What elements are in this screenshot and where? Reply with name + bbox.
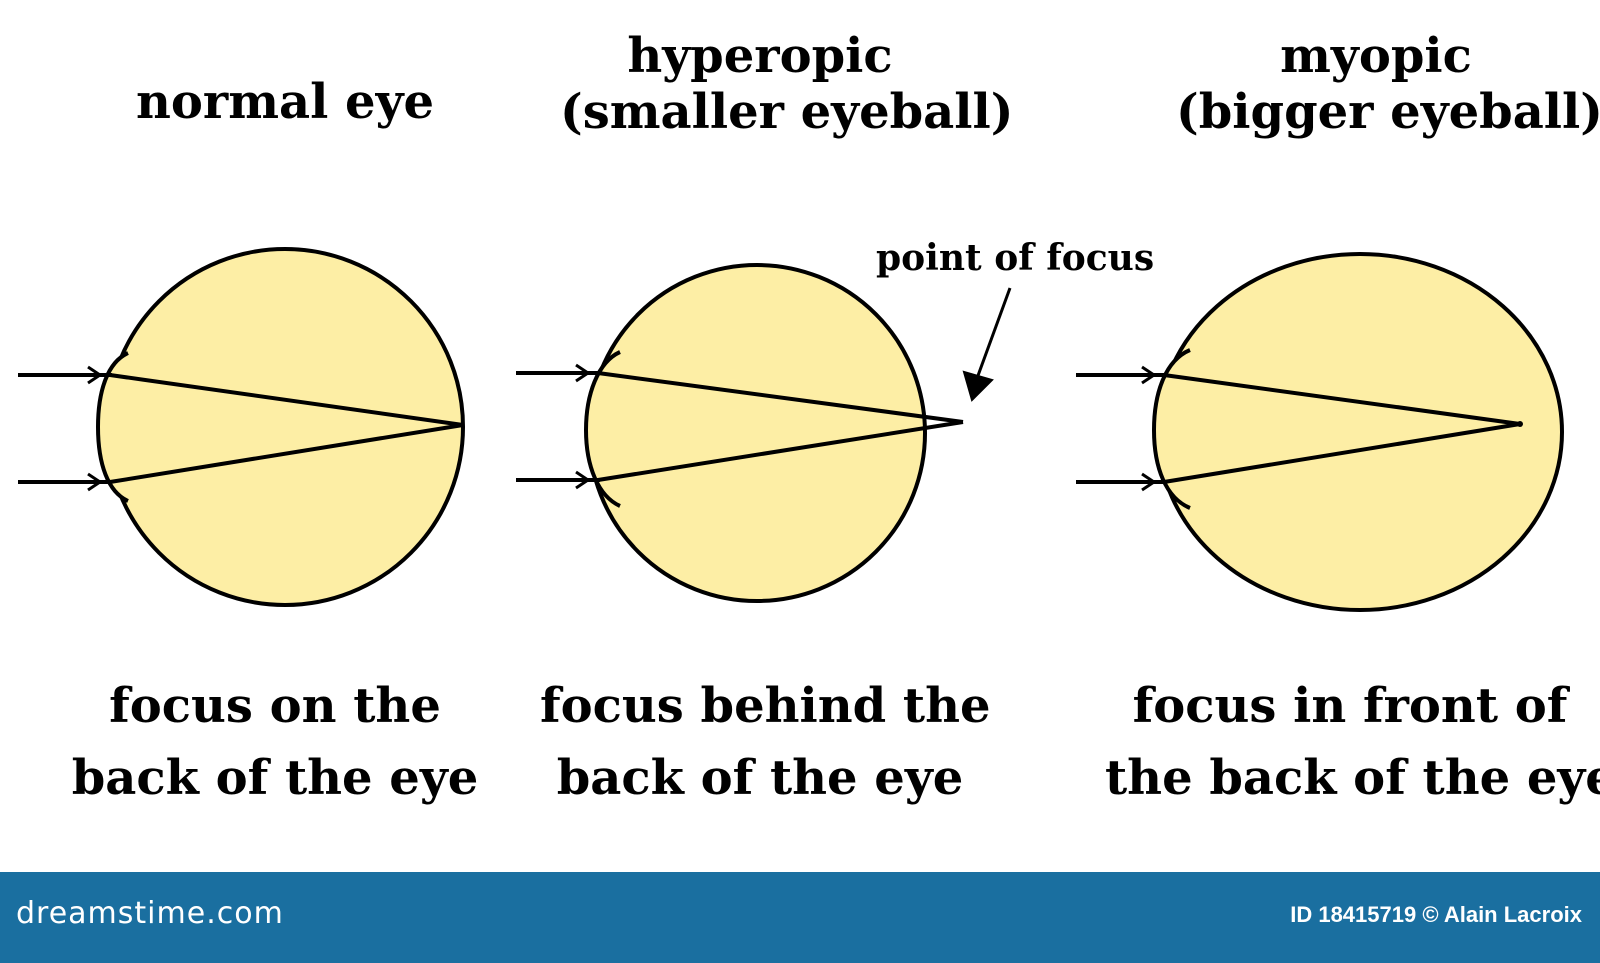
hyperopic-caption-line-2: back of the eye	[556, 750, 964, 806]
myopic-focus-point	[1517, 421, 1523, 427]
myopic-eyeball	[1156, 252, 1564, 612]
hyperopic-title-line-1: hyperopic	[627, 28, 893, 84]
arrow-icon	[1141, 365, 1157, 385]
dreamstime-logo: dreamstime.com	[16, 896, 284, 931]
myopic-eye	[1076, 252, 1564, 612]
hyperopic-refracted-ray-top	[597, 371, 964, 424]
myopic-title: myopic (bigger eyeball)	[1176, 28, 1600, 140]
myopic-caption: focus in front of the back of the eye	[1105, 670, 1600, 814]
normal-eyeball	[105, 247, 465, 607]
myopic-caption-line-2: the back of the eye	[1105, 750, 1600, 806]
point-of-focus-label: point of focus	[876, 237, 1155, 279]
myopic-refracted-ray-bottom	[1163, 422, 1521, 484]
normal-eye-caption: focus on the back of the eye	[70, 670, 480, 814]
point-of-focus-pointer	[970, 287, 1012, 393]
arrow-icon	[575, 363, 591, 383]
arrow-icon	[962, 370, 994, 402]
normal-eye-caption-line-2: back of the eye	[71, 750, 479, 806]
normal-refracted-ray-top	[109, 373, 464, 427]
myopic-title-line-2: (bigger eyeball)	[1176, 84, 1600, 140]
myopic-cornea	[1151, 348, 1191, 510]
hyperopic-caption: focus behind the back of the eye	[540, 670, 991, 814]
image-id-credit: ID 18415719 © Alain Lacroix	[1290, 902, 1582, 927]
watermark-footer: dreamstime.com ID 18415719 © Alain Lacro…	[0, 872, 1600, 963]
arrow-icon	[87, 365, 103, 385]
myopic-title-line-1: myopic	[1280, 28, 1472, 84]
hyperopic-caption-line-1: focus behind the	[540, 678, 991, 734]
normal-eye-caption-line-1: focus on the	[109, 678, 441, 734]
myopic-caption-line-1: focus in front of	[1132, 678, 1568, 734]
normal-eye-title: normal eye	[120, 74, 450, 130]
arrow-icon	[87, 472, 103, 492]
normal-refracted-ray-bottom	[109, 423, 464, 484]
hyperopic-refracted-ray-bottom	[597, 420, 964, 482]
hyperopic-title: hyperopic (smaller eyeball)	[560, 28, 1014, 140]
myopic-refracted-ray-top	[1163, 373, 1521, 426]
hyperopic-title-line-2: (smaller eyeball)	[560, 84, 1014, 140]
normal-eye-title-line-1: normal eye	[135, 74, 434, 130]
normal-eye	[18, 247, 465, 607]
arrow-icon	[575, 470, 591, 490]
hyperopic-cornea	[583, 350, 621, 508]
hyperopic-eyeball	[587, 263, 927, 603]
normal-cornea	[95, 351, 129, 503]
arrow-icon	[1141, 472, 1157, 492]
hyperopic-eye	[516, 263, 1012, 603]
